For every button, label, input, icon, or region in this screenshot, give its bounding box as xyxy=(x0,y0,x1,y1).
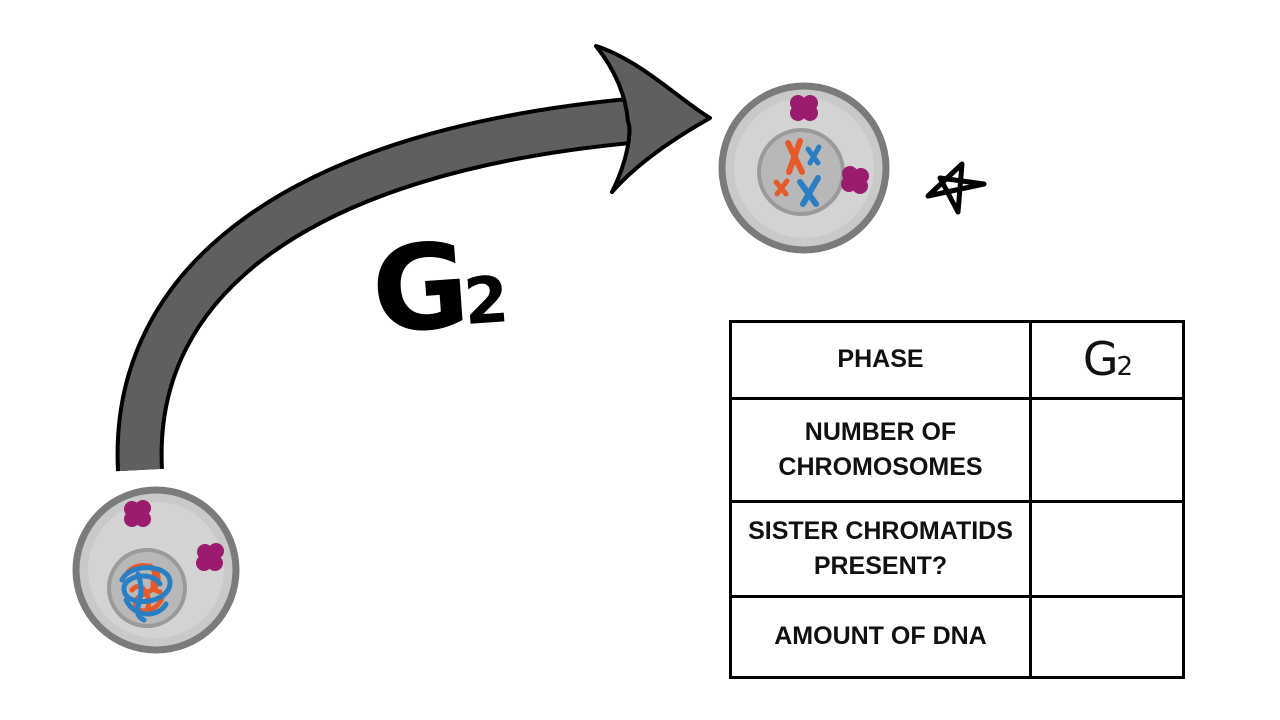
row-label-phase: PHASE xyxy=(729,320,1032,400)
row-label-number-of-chromosomes: NUMBER OF CHROMOSOMES xyxy=(729,397,1032,503)
centrosome-icon xyxy=(841,166,869,194)
sister-chromatids-maternal-small xyxy=(773,178,790,197)
sister-chromatids-value xyxy=(1029,500,1185,598)
sister-chromatids-paternal-small xyxy=(805,144,822,166)
amount-of-dna-value xyxy=(1029,595,1185,679)
row-label-sister-chromatids: SISTER CHROMATIDS PRESENT? xyxy=(729,500,1032,598)
g2-cell xyxy=(718,82,890,254)
g1-cell xyxy=(72,486,240,654)
table-row: PHASE G2 xyxy=(729,320,1185,400)
chromatin-paternal xyxy=(119,565,173,623)
number-of-chromosomes-value xyxy=(1029,397,1185,503)
centrosome-icon xyxy=(196,543,224,571)
sister-chromatids-paternal-large xyxy=(797,175,821,207)
table-row: SISTER CHROMATIDS PRESENT? xyxy=(729,500,1185,598)
curved-arrow-icon xyxy=(115,44,712,472)
phase-label: G2 xyxy=(367,216,506,360)
row-label-amount-of-dna: AMOUNT OF DNA xyxy=(729,595,1032,679)
table-row: NUMBER OF CHROMOSOMES xyxy=(729,397,1185,503)
phase-value: G xyxy=(1082,332,1119,387)
phase-summary-table: PHASE G2 NUMBER OF CHROMOSOMES SISTER CH… xyxy=(729,320,1185,679)
phase-label-subscript: 2 xyxy=(461,263,506,341)
centrosome-icon xyxy=(790,95,818,121)
centrosome-icon xyxy=(124,500,151,527)
star-icon xyxy=(925,161,987,215)
phase-value-subscript: 2 xyxy=(1116,352,1133,383)
sister-chromatids-maternal-large xyxy=(785,138,805,175)
phase-value-cell: G2 xyxy=(1029,320,1185,400)
phase-label-letter: G xyxy=(367,216,468,361)
table-row: AMOUNT OF DNA xyxy=(729,595,1185,679)
